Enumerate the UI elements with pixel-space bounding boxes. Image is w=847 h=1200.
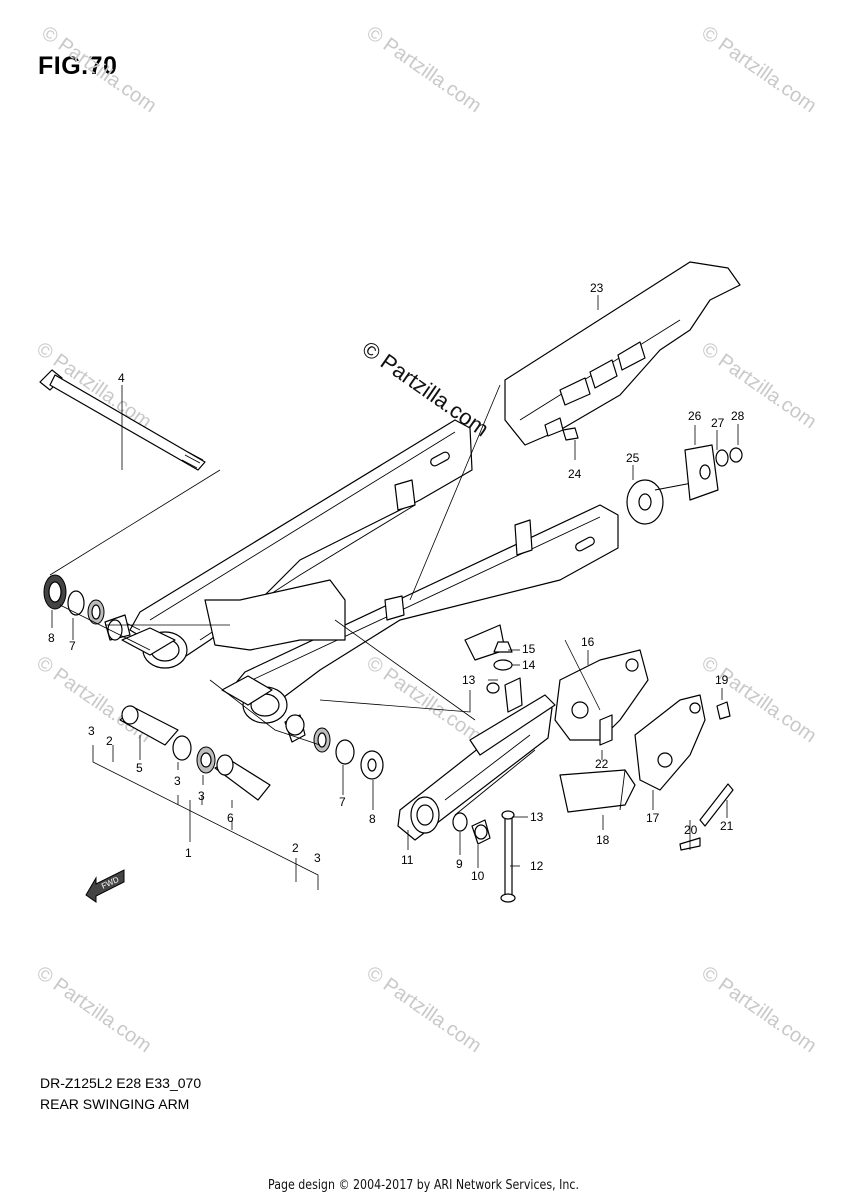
callout-13: 13 — [530, 810, 544, 824]
callout-5: 5 — [136, 761, 143, 775]
callout-12: 12 — [530, 859, 544, 873]
callout-25: 25 — [626, 451, 640, 465]
chain-adjuster — [626, 444, 743, 525]
callout-21: 21 — [720, 819, 734, 833]
callout-23: 23 — [590, 281, 604, 295]
callout-8: 8 — [48, 631, 55, 645]
callout-17: 17 — [646, 811, 660, 825]
callout-13: 13 — [462, 673, 476, 687]
callout-11: 11 — [401, 853, 414, 867]
callout-9: 9 — [456, 857, 463, 871]
pivot-shaft — [39, 369, 206, 471]
callout-15: 15 — [522, 642, 536, 656]
callout-7: 7 — [69, 639, 76, 653]
callout-2: 2 — [106, 734, 113, 748]
left-pivot-hardware — [43, 574, 384, 801]
figure-title: FIG.70 — [38, 52, 118, 80]
callout-22: 22 — [595, 757, 609, 771]
group-brackets — [92, 745, 319, 890]
callout-3: 3 — [314, 851, 321, 865]
callout-3: 3 — [198, 789, 205, 803]
callout-27: 27 — [711, 416, 725, 430]
callout-8: 8 — [369, 812, 376, 826]
guide-lines — [49, 384, 601, 746]
callout-10: 10 — [471, 869, 485, 883]
callout-2: 2 — [292, 841, 299, 855]
callouts: 1 2 2 3 3 3 3 4 5 6 7 7 8 8 9 10 11 12 1… — [48, 281, 745, 883]
footer-copyright: Page design © 2004-2017 by ARI Network S… — [268, 1178, 579, 1193]
callout-3: 3 — [88, 724, 95, 738]
section-name: REAR SWINGING ARM — [40, 1096, 190, 1112]
callout-24: 24 — [568, 467, 582, 481]
torque-bracket — [554, 649, 734, 851]
callout-1: 1 — [185, 846, 192, 860]
buffer-hardware — [452, 641, 516, 903]
callout-14: 14 — [522, 658, 536, 672]
callout-16: 16 — [581, 635, 595, 649]
model-code: DR-Z125L2 E28 E33_070 — [40, 1075, 202, 1091]
fwd-arrow: FWD — [85, 869, 125, 903]
callout-19: 19 — [715, 673, 729, 687]
callout-20: 20 — [684, 823, 698, 837]
callout-18: 18 — [596, 833, 610, 847]
callout-7: 7 — [339, 795, 346, 809]
chain-buffer — [397, 677, 556, 841]
chain-guard — [504, 261, 741, 446]
callout-26: 26 — [688, 409, 702, 423]
callout-28: 28 — [731, 409, 745, 423]
swingarm-body — [119, 419, 619, 724]
leader-lines — [51, 295, 739, 868]
callout-4: 4 — [118, 371, 125, 385]
callout-6: 6 — [227, 811, 234, 825]
callout-3: 3 — [174, 774, 181, 788]
